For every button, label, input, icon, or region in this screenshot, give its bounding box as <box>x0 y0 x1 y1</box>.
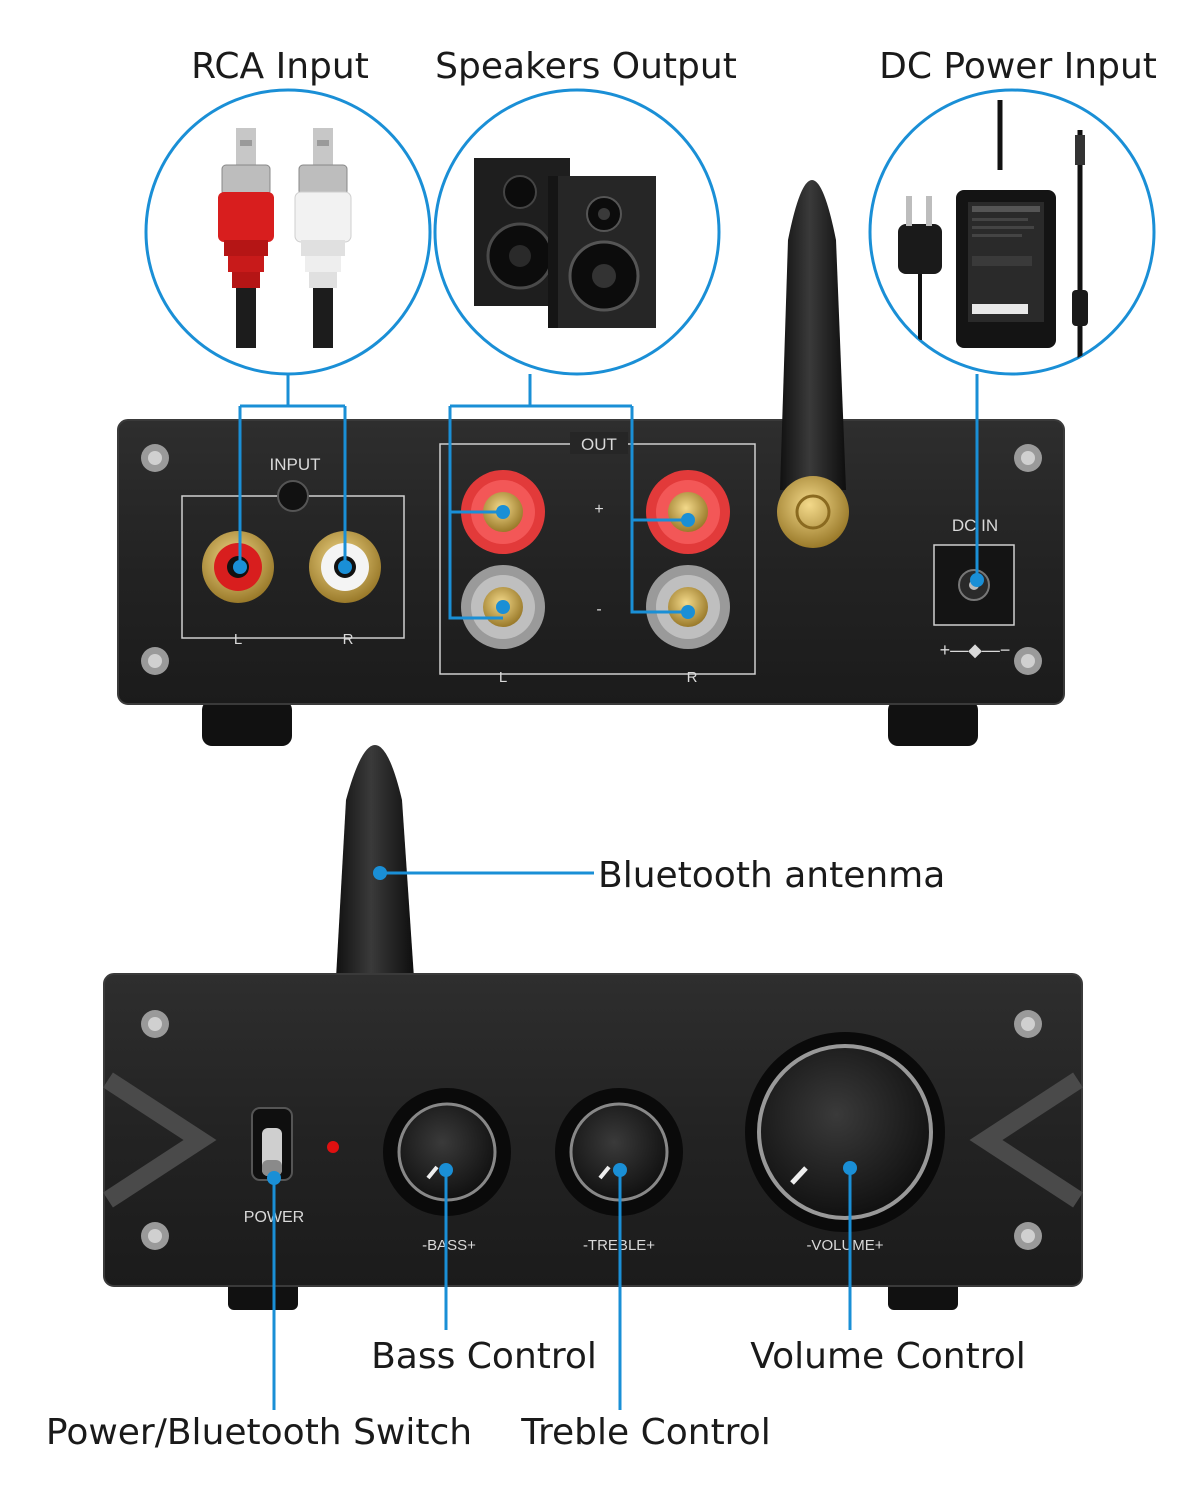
rear-out-plus-label: + <box>594 501 603 518</box>
treble-knob[interactable] <box>555 1088 683 1216</box>
rear-panel: INPUT L R OUT + - L R <box>117 419 1065 746</box>
front-bass-label: -BASS+ <box>422 1237 476 1254</box>
rear-out-right-label: R <box>687 669 698 686</box>
power-adapter-illustration <box>868 88 1156 376</box>
rear-dc-in-label: DC IN <box>952 516 998 535</box>
leader-lines <box>238 374 979 1410</box>
screw-icon <box>1014 1222 1042 1250</box>
ground-screw-icon <box>277 480 309 512</box>
rear-input-right-label: R <box>343 631 354 648</box>
rear-input-label: INPUT <box>270 455 321 474</box>
screw-icon <box>141 1010 169 1038</box>
rca-input-title: RCA Input <box>191 46 369 87</box>
treble-control-title: Treble Control <box>520 1412 770 1453</box>
volume-knob[interactable] <box>745 1032 945 1232</box>
front-volume-label: -VOLUME+ <box>806 1237 883 1254</box>
rear-bluetooth-antenna <box>777 180 849 548</box>
leader-dots <box>233 505 984 1185</box>
speakers-illustration <box>433 88 721 376</box>
rear-dc-polarity: +—◆—− <box>940 640 1011 660</box>
power-led <box>327 1141 339 1153</box>
speakers-output-title: Speakers Output <box>435 46 737 87</box>
power-toggle-switch[interactable] <box>251 1107 293 1181</box>
screw-icon <box>1014 444 1042 472</box>
front-panel: POWER -BASS+ -TREBLE+ -VOLUME+ <box>103 973 1083 1310</box>
rear-out-label: OUT <box>581 435 617 454</box>
rca-cable-illustration <box>144 88 432 376</box>
rear-input-left-label: L <box>234 631 242 648</box>
bass-control-title: Bass Control <box>371 1336 597 1377</box>
rear-out-minus-label: - <box>596 601 601 618</box>
screw-icon <box>1014 1010 1042 1038</box>
volume-control-title: Volume Control <box>750 1336 1025 1377</box>
bluetooth-antenna-title: Bluetooth antenma <box>598 855 945 896</box>
screw-icon <box>141 444 169 472</box>
dc-power-input-title: DC Power Input <box>879 46 1157 87</box>
front-bluetooth-antenna <box>336 745 414 978</box>
rear-out-left-label: L <box>499 669 507 686</box>
speaker-terminal-right-plus <box>646 470 730 554</box>
screw-icon <box>141 1222 169 1250</box>
bass-knob[interactable] <box>383 1088 511 1216</box>
power-switch-title: Power/Bluetooth Switch <box>46 1412 472 1453</box>
screw-icon <box>1014 647 1042 675</box>
screw-icon <box>141 647 169 675</box>
